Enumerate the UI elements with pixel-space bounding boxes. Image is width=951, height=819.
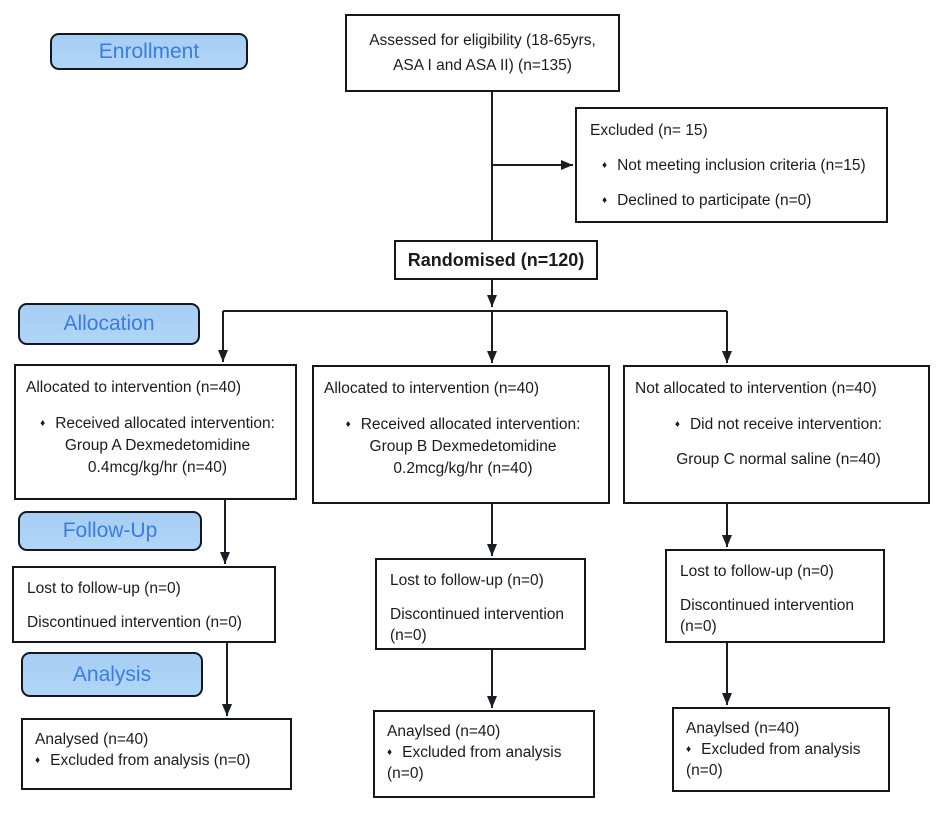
an-a-bullet-text: Excluded from analysis (n=0)	[50, 751, 251, 769]
fu-b-line-1: Lost to follow-up (n=0)	[390, 572, 544, 589]
fu-b-line-3-text: (n=0)	[390, 626, 427, 644]
box-followup-group-b: Lost to follow-up (n=0) Discontinued int…	[375, 558, 586, 650]
fu-a-line-1: Lost to follow-up (n=0)	[27, 580, 181, 597]
an-b-overflow: (n=0)	[387, 764, 424, 782]
bullet-diamond-icon: ♦	[40, 417, 46, 429]
bullet-diamond-icon: ♦	[387, 746, 393, 758]
box-randomised: Randomised (n=120)	[394, 240, 598, 280]
fu-c-line-3-text: (n=0)	[680, 617, 717, 635]
excluded-bullet-2-text: Declined to participate (n=0)	[617, 191, 812, 209]
fu-b-line-2: Discontinued intervention (n=0)	[390, 605, 576, 647]
alloc-a-detail-1: Group A Dexmedetomidine	[64, 436, 251, 454]
box-excluded: Excluded (n= 15) ♦ Not meeting inclusion …	[575, 107, 888, 223]
an-a-bullet: ♦ Excluded from analysis (n=0)	[35, 751, 284, 772]
an-b-bullet-text: Excluded from analysis	[402, 743, 562, 761]
alloc-b-detail-1: Group B Dexmedetomidine	[369, 437, 557, 455]
alloc-c-detail-1: Group C normal saline (n=40)	[676, 450, 881, 468]
stage-label-enrollment: Enrollment	[50, 33, 248, 70]
an-c-bullet-text: Excluded from analysis	[701, 740, 861, 758]
box-followup-group-c: Lost to follow-up (n=0) Discontinued int…	[665, 549, 885, 643]
box-analysis-group-b: Anaylsed (n=40) ♦Excluded from analysis …	[373, 710, 595, 798]
alloc-b-title: Allocated to intervention (n=40)	[324, 380, 539, 397]
fu-a-line-2: Discontinued intervention (n=0)	[27, 613, 242, 631]
alloc-a-detail-2: 0.4mcg/kg/hr (n=40)	[87, 458, 228, 476]
fu-c-line-2-text: Discontinued intervention	[680, 596, 855, 614]
bullet-diamond-icon: ♦	[345, 418, 351, 430]
stage-label-allocation: Allocation	[18, 303, 200, 345]
assessed-line-2: ASA I and ASA II) (n=135)	[393, 56, 572, 74]
box-assessed-eligibility: Assessed for eligibility (18-65yrs, ASA …	[345, 14, 620, 92]
bullet-diamond-icon: ♦	[602, 159, 608, 171]
stage-label-followup: Follow-Up	[18, 511, 202, 551]
box-analysis-group-c: Anaylsed (n=40) ♦Excluded from analysis …	[672, 707, 890, 792]
excluded-bullet-1: ♦ Not meeting inclusion criteria (n=15)	[602, 156, 878, 177]
bullet-diamond-icon: ♦	[602, 194, 608, 206]
excluded-bullet-1-text: Not meeting inclusion criteria (n=15)	[617, 156, 866, 174]
box-not-allocated-group-c: Not allocated to intervention (n=40) ♦ Di…	[623, 365, 930, 504]
bullet-diamond-icon: ♦	[35, 754, 41, 766]
stage-label-analysis: Analysis	[21, 652, 203, 697]
bullet-diamond-icon: ♦	[686, 743, 692, 755]
alloc-c-bullet-text: Did not receive intervention:	[689, 415, 883, 433]
an-a-title: Analysed (n=40)	[35, 731, 149, 748]
alloc-c-bullet: ♦ Did not receive intervention:	[635, 415, 922, 436]
fu-b-line-2-text: Discontinued intervention	[390, 605, 565, 623]
box-allocated-group-a: Allocated to intervention (n=40) ♦ Receiv…	[14, 364, 297, 500]
an-b-bullet: ♦ Excluded from analysis	[387, 743, 587, 764]
fu-c-line-2: Discontinued intervention (n=0)	[680, 596, 875, 638]
excluded-title: Excluded (n= 15)	[590, 122, 708, 139]
an-b-title: Anaylsed (n=40)	[387, 723, 501, 740]
assessed-line-1: Assessed for eligibility (18-65yrs,	[369, 32, 596, 49]
box-analysis-group-a: Analysed (n=40) ♦ Excluded from analysis …	[21, 718, 292, 790]
box-allocated-group-b: Allocated to intervention (n=40) ♦ Receiv…	[312, 365, 610, 504]
alloc-c-title: Not allocated to intervention (n=40)	[635, 380, 877, 397]
alloc-a-bullet: ♦ Received allocated intervention:	[26, 414, 289, 435]
alloc-b-bullet-text: Received allocated intervention:	[360, 415, 581, 433]
alloc-a-bullet-text: Received allocated intervention:	[55, 414, 275, 432]
fu-c-line-1: Lost to follow-up (n=0)	[680, 563, 834, 580]
bullet-diamond-icon: ♦	[674, 418, 680, 430]
alloc-a-title: Allocated to intervention (n=40)	[26, 379, 241, 396]
alloc-b-bullet: ♦ Received allocated intervention:	[324, 415, 602, 436]
an-c-bullet: ♦ Excluded from analysis	[686, 740, 882, 761]
excluded-bullet-2: ♦ Declined to participate (n=0)	[602, 191, 878, 212]
an-c-overflow: (n=0)	[686, 761, 723, 779]
alloc-b-detail-2: 0.2mcg/kg/hr (n=40)	[393, 459, 533, 477]
box-followup-group-a: Lost to follow-up (n=0) Discontinued int…	[12, 566, 276, 643]
an-c-title: Anaylsed (n=40)	[686, 720, 800, 737]
